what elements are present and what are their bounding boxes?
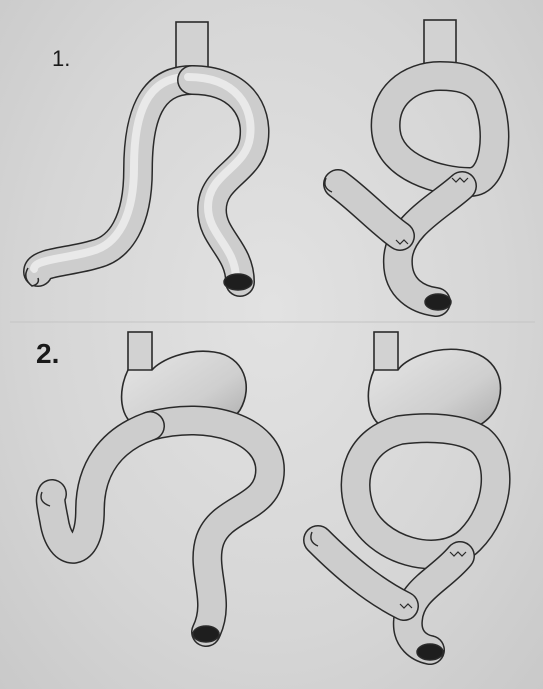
fig2-right-open-end (417, 644, 443, 660)
fig1-left-open-end (224, 274, 252, 290)
fig2-right-loop (311, 428, 496, 660)
fig1-right-open-end (425, 294, 451, 310)
fig1-left-loop (26, 77, 255, 290)
figure-2-number: 2. (36, 338, 59, 370)
fig2-right-drawing (311, 332, 501, 660)
fig2-left-open-end (193, 626, 219, 642)
fig2-left-loop (41, 420, 270, 642)
fig2-left-drawing (41, 332, 270, 642)
fig1-right-drawing (325, 20, 495, 310)
figure-1-number: 1. (52, 46, 70, 72)
fig1-right-loop (325, 76, 495, 310)
